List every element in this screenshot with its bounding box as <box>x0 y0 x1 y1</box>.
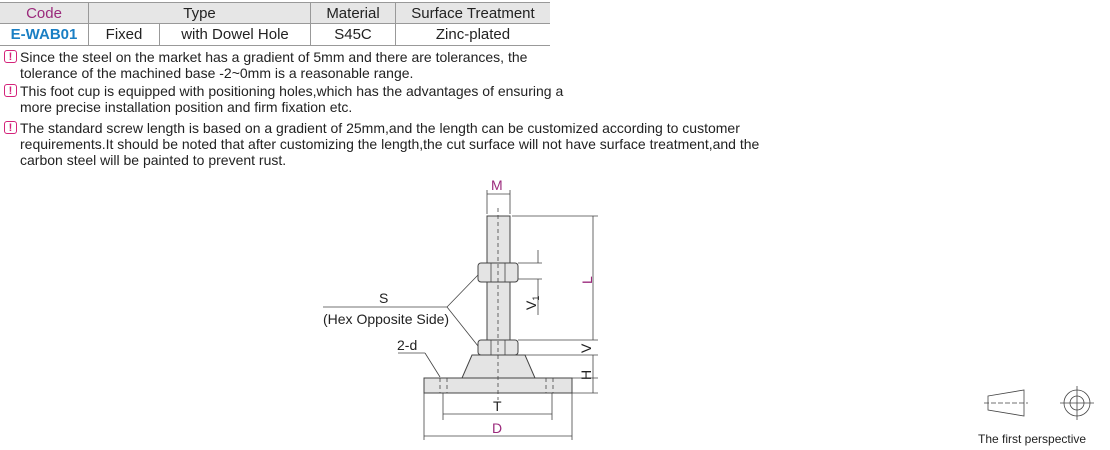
label-V1: V1 <box>523 296 541 310</box>
label-hex-opposite-side: (Hex Opposite Side) <box>323 311 449 327</box>
header-code: Code <box>0 2 89 24</box>
spec-table: Code Type Material Surface Treatment E-W… <box>0 2 550 46</box>
note-1: !Since the steel on the market has a gra… <box>4 49 564 81</box>
cell-surface: Zinc-plated <box>395 23 550 46</box>
label-S: S <box>379 290 388 306</box>
exclamation-icon: ! <box>4 84 17 97</box>
first-angle-projection-icon <box>984 386 1094 420</box>
exclamation-icon: ! <box>4 50 17 63</box>
cell-code: E-WAB01 <box>0 23 89 46</box>
label-M: M <box>491 177 503 193</box>
label-2-d: 2-d <box>397 337 417 353</box>
cell-type-dowel: with Dowel Hole <box>159 23 311 46</box>
label-L: L <box>579 276 595 284</box>
note-3: !The standard screw length is based on a… <box>4 120 764 168</box>
header-material: Material <box>310 2 396 24</box>
base-cone <box>461 354 536 379</box>
header-type: Type <box>88 2 311 24</box>
exclamation-icon: ! <box>4 121 17 134</box>
note-2: !This foot cup is equipped with position… <box>4 83 564 115</box>
label-D: D <box>492 420 502 436</box>
label-V: V <box>578 343 594 353</box>
header-surface: Surface Treatment <box>395 2 550 24</box>
cell-material: S45C <box>310 23 396 46</box>
label-H: H <box>578 370 594 380</box>
cell-type-fixed: Fixed <box>88 23 160 46</box>
label-T: T <box>493 398 502 414</box>
perspective-label: The first perspective <box>978 432 1087 446</box>
